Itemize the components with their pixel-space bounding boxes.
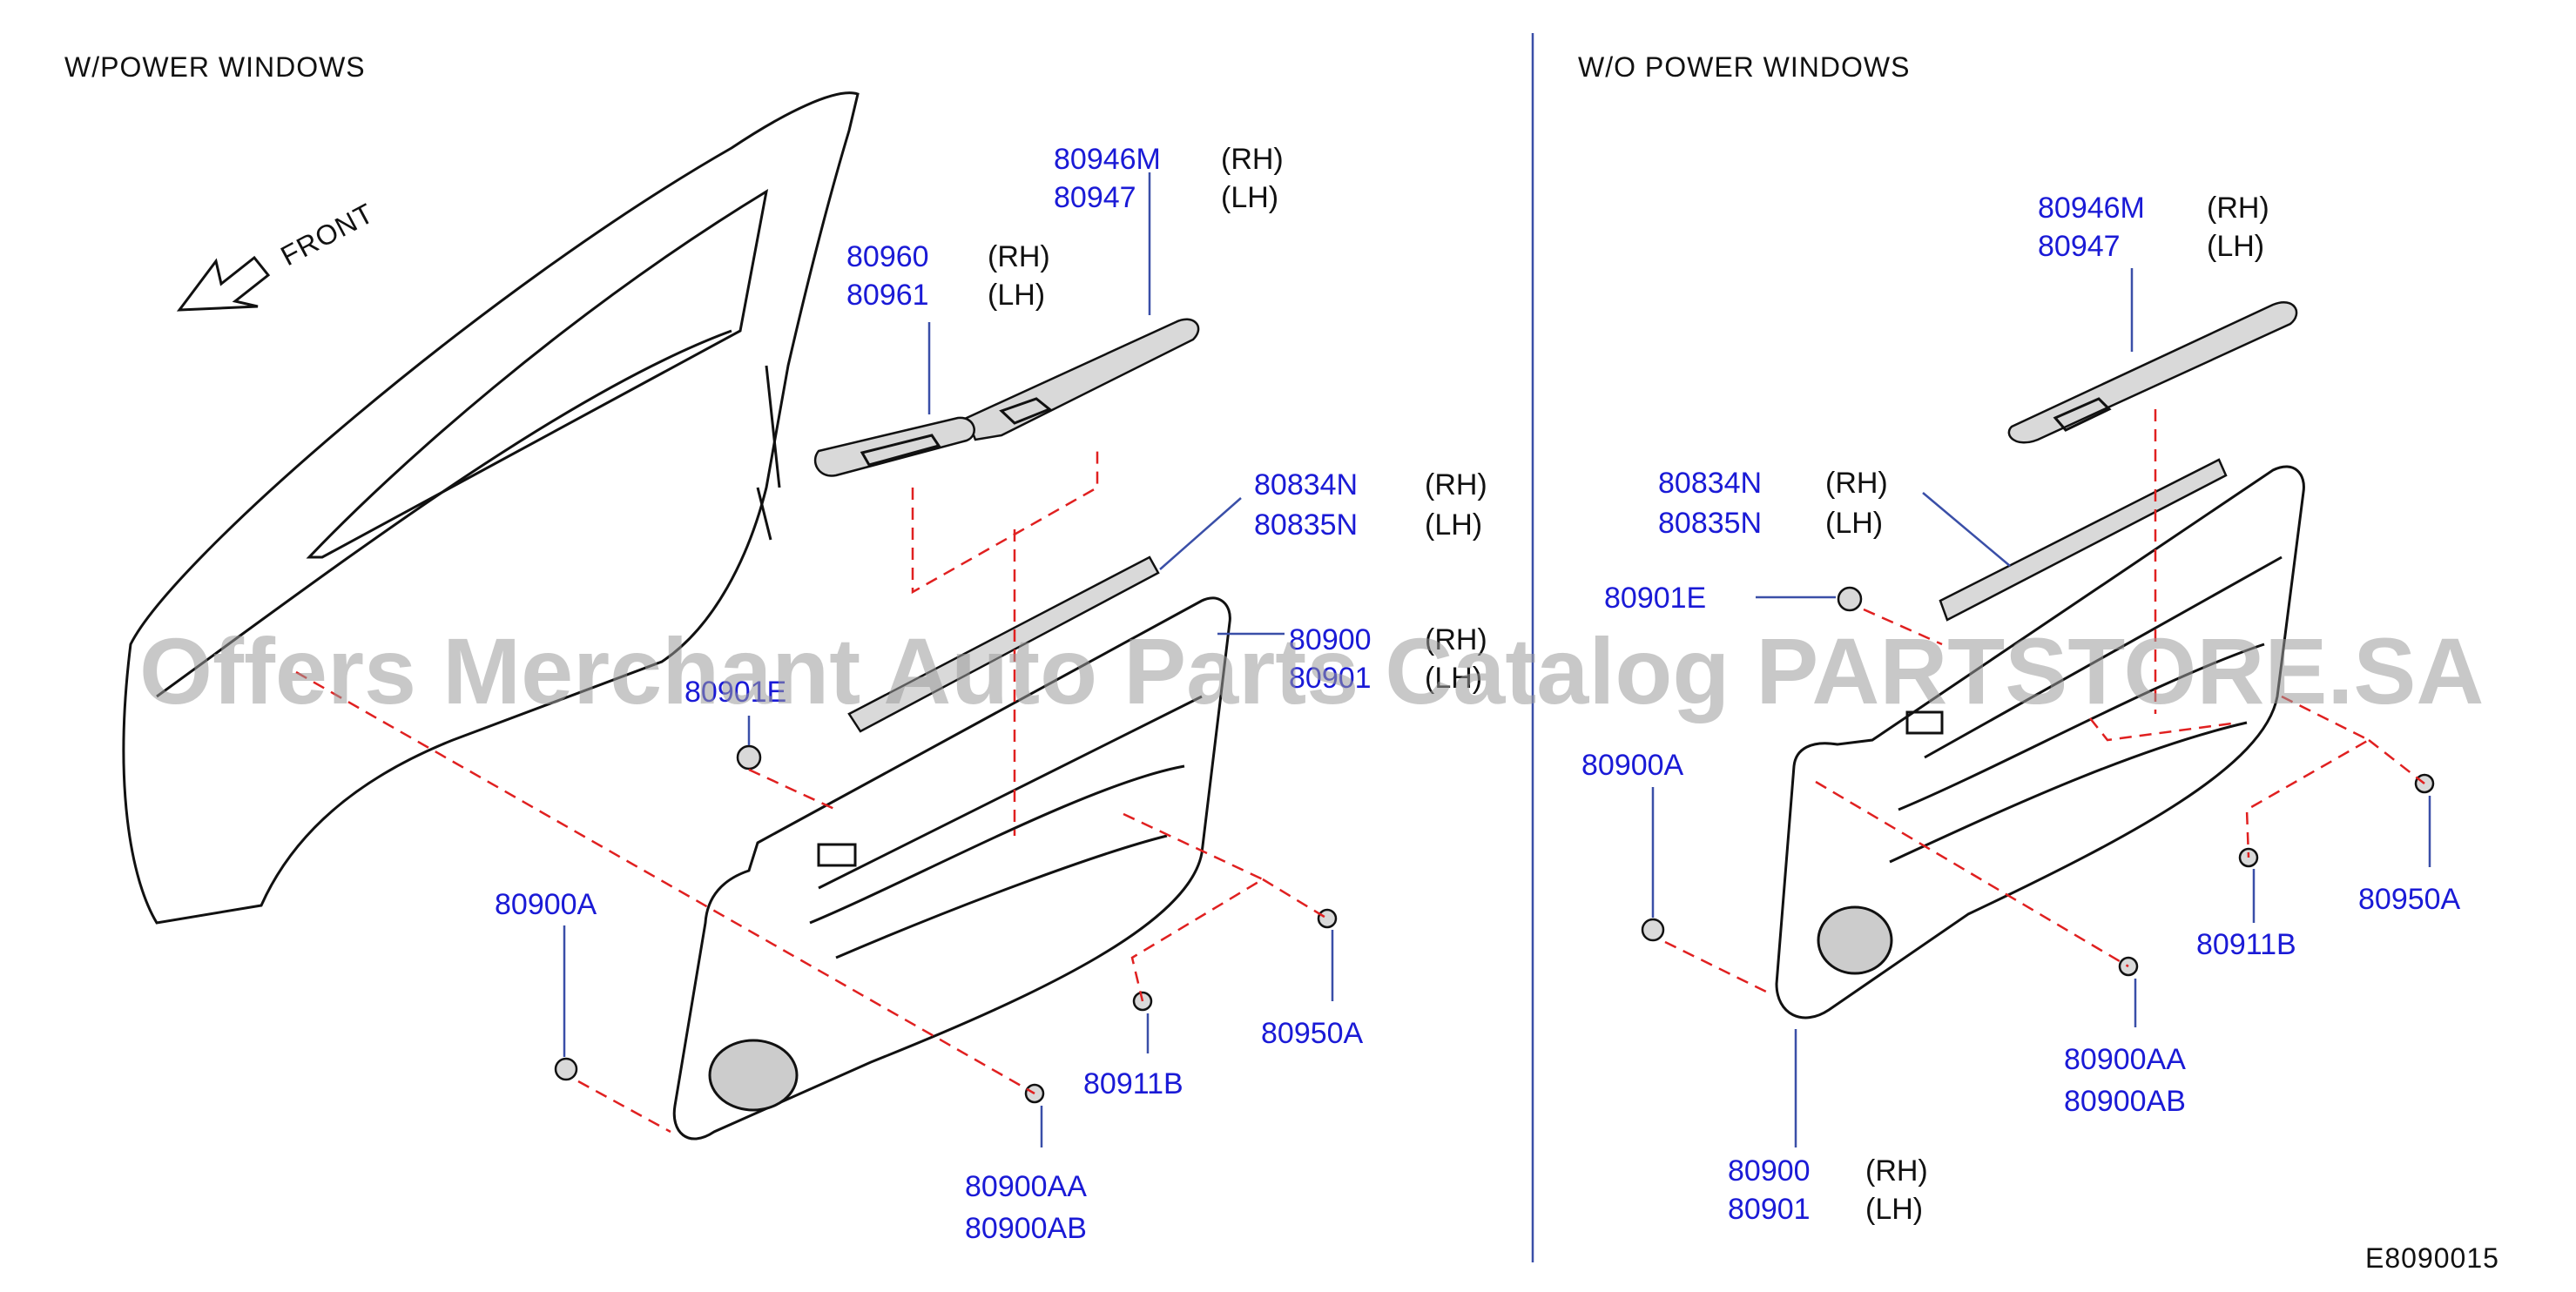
- left-switch-side2: (LH): [988, 279, 1045, 312]
- left-clipAA-pn: 80900AA: [965, 1170, 1087, 1203]
- screw-80950A: [1317, 908, 1338, 929]
- left-switch-pn1: 80960: [846, 240, 929, 273]
- left-switch-side1: (RH): [988, 240, 1050, 273]
- armrest-finisher: [965, 318, 1200, 441]
- left-armrest-side1: (RH): [1221, 143, 1284, 176]
- left-strip-pn2: 80835N: [1254, 508, 1358, 542]
- right-panel-side1: (RH): [1865, 1154, 1928, 1188]
- clip-80900A: [554, 1057, 578, 1081]
- left-screwA-pn: 80950A: [1261, 1017, 1364, 1050]
- assembly-lines-right: [1664, 409, 2425, 994]
- right-strip-pn2: 80835N: [1658, 507, 1762, 540]
- diagram-code: E8090015: [2365, 1242, 2499, 1274]
- door-trim-panel-right: [1775, 465, 2305, 1019]
- weatherstrip: [847, 555, 1160, 733]
- left-clipE-pn: 80901E: [684, 676, 786, 709]
- switch-bezel: [813, 416, 975, 477]
- leaders-right: [1651, 268, 2431, 1147]
- left-strip-side2: (LH): [1425, 508, 1482, 542]
- left-heading: W/POWER WINDOWS: [64, 51, 366, 83]
- right-screwA-pn: 80950A: [2358, 883, 2461, 916]
- left-clipA-pn: 80900A: [495, 888, 597, 921]
- clip-80901E: [736, 744, 762, 770]
- right-panel-pn2: 80901: [1728, 1193, 1811, 1226]
- left-armrest-pn2: 80947: [1054, 181, 1136, 214]
- right-strip-side2: (LH): [1825, 507, 1883, 540]
- armrest-finisher-right: [2007, 301, 2298, 444]
- door-trim-panel: [672, 596, 1231, 1141]
- watermark: Offers Merchant Auto Parts Catalog PARTS…: [139, 618, 2484, 723]
- right-heading: W/O POWER WINDOWS: [1578, 51, 1910, 83]
- right-armrest-pn2: 80947: [2038, 230, 2121, 263]
- front-label: FRONT: [275, 197, 379, 272]
- left-strip-side1: (RH): [1425, 468, 1487, 501]
- clip-80900A-right: [1641, 918, 1665, 942]
- left-switch-pn2: 80961: [846, 279, 929, 312]
- right-armrest-side1: (RH): [2207, 192, 2269, 225]
- right-screwB-pn: 80911B: [2196, 928, 2296, 961]
- leaders-left: [563, 172, 1334, 1147]
- left-panel-side2: (LH): [1425, 662, 1482, 695]
- left-armrest-side2: (LH): [1221, 181, 1278, 214]
- left-clipAB-pn: 80900AB: [965, 1212, 1087, 1245]
- right-strip-side1: (RH): [1825, 467, 1888, 500]
- left-armrest-pn1: 80946M: [1054, 143, 1161, 176]
- right-clipE-pn: 80901E: [1604, 582, 1706, 615]
- left-panel-pn1: 80900: [1289, 623, 1372, 656]
- right-panel-side2: (LH): [1865, 1193, 1923, 1226]
- right-clipAA-pn: 80900AA: [2064, 1043, 2186, 1076]
- right-armrest-pn1: 80946M: [2038, 192, 2145, 225]
- right-strip-pn1: 80834N: [1658, 467, 1762, 500]
- door-frame: [122, 91, 860, 925]
- left-panel-pn2: 80901: [1289, 662, 1372, 695]
- right-panel-pn1: 80900: [1728, 1154, 1811, 1188]
- left-screwB-pn: 80911B: [1083, 1067, 1183, 1100]
- left-panel-side1: (RH): [1425, 623, 1487, 656]
- front-arrow-icon: [176, 255, 271, 312]
- clip-80901E-right: [1837, 586, 1863, 612]
- right-clipAB-pn: 80900AB: [2064, 1085, 2186, 1118]
- left-strip-pn1: 80834N: [1254, 468, 1358, 501]
- right-armrest-side2: (LH): [2207, 230, 2264, 263]
- assembly-lines-left: [295, 444, 1328, 1134]
- right-clipA-pn: 80900A: [1581, 749, 1684, 782]
